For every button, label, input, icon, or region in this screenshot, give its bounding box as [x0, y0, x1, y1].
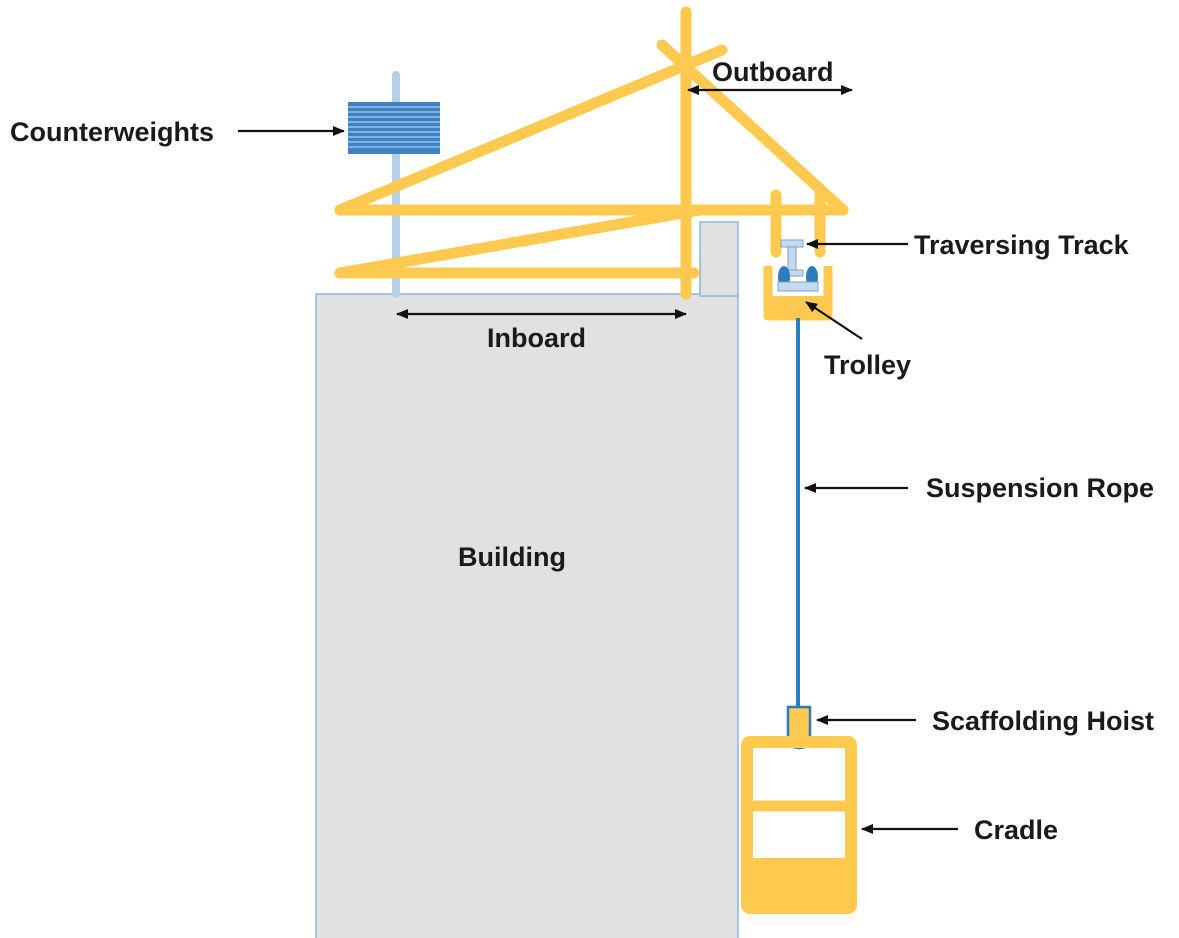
- outboard-label: Outboard: [712, 57, 834, 87]
- building-label: Building: [458, 542, 566, 572]
- suspension-rope-label: Suspension Rope: [926, 473, 1154, 503]
- cradle-label: Cradle: [974, 815, 1058, 845]
- inboard-label: Inboard: [487, 323, 586, 353]
- trolley-arrow: [805, 301, 863, 340]
- parapet: [699, 221, 739, 297]
- counterweights: [348, 102, 440, 154]
- counterweights-label: Counterweights: [10, 117, 214, 147]
- cradle: [741, 736, 857, 914]
- scaffolding-hoist-label: Scaffolding Hoist: [932, 706, 1154, 736]
- traversing-track-label: Traversing Track: [914, 230, 1130, 260]
- building: [315, 293, 739, 938]
- outrigger-frame: [334, 6, 849, 300]
- trolley-label: Trolley: [824, 350, 911, 380]
